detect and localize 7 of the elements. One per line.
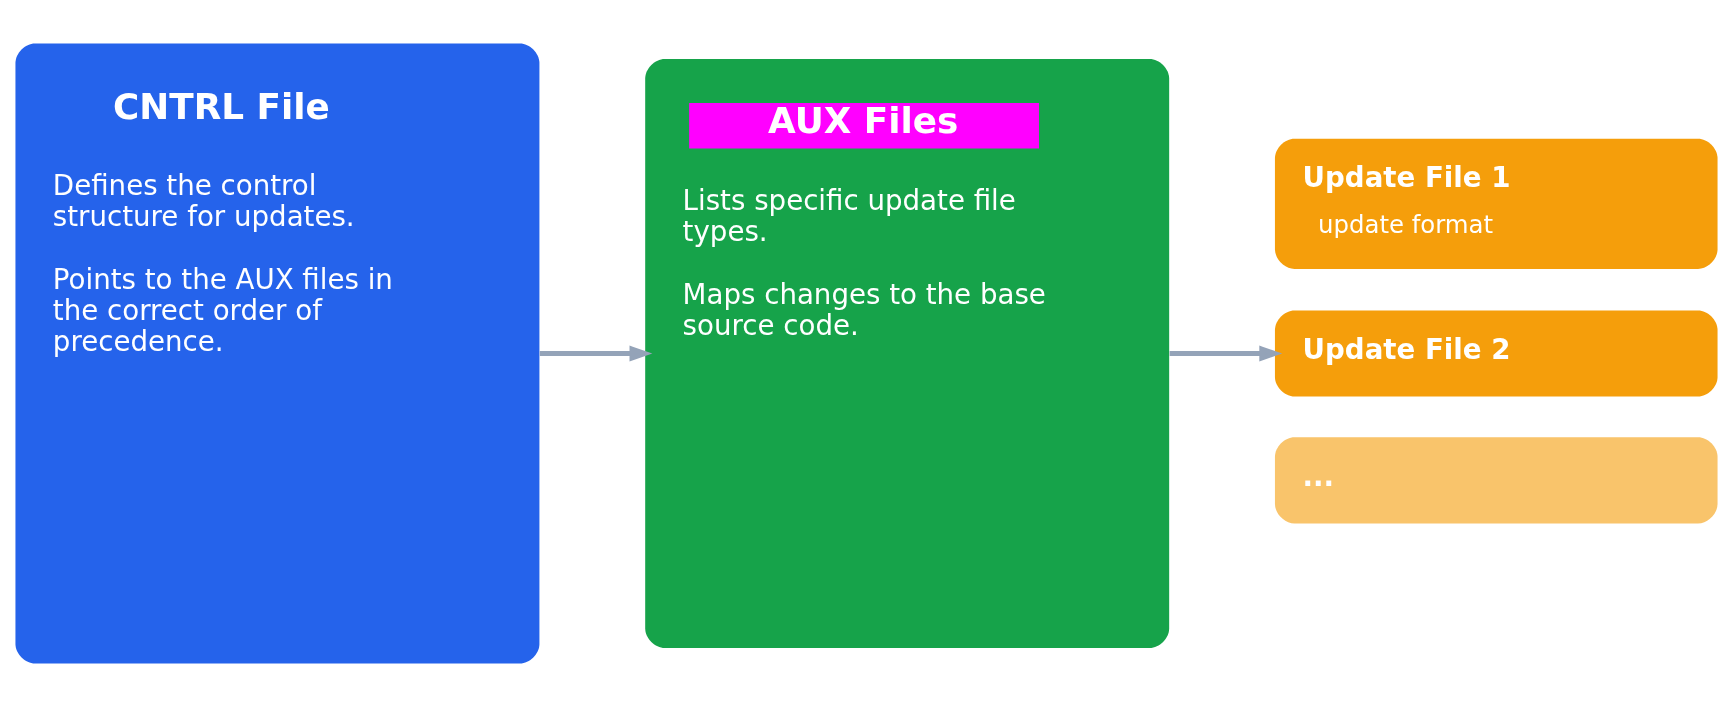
node-box: Update File 1 update format	[1274, 138, 1718, 269]
node-box: Update File 2	[1274, 309, 1718, 397]
node-box: AUX Files Lists specific update file types. Maps changes to the base source code.	[645, 58, 1170, 648]
node-box: ...	[1274, 436, 1718, 524]
node-box: CNTRL File Defines the control structure for updates. Points to the AUX files in the correct order of precedence.	[15, 43, 540, 663]
arrow	[539, 345, 653, 361]
arrow	[1169, 345, 1283, 361]
